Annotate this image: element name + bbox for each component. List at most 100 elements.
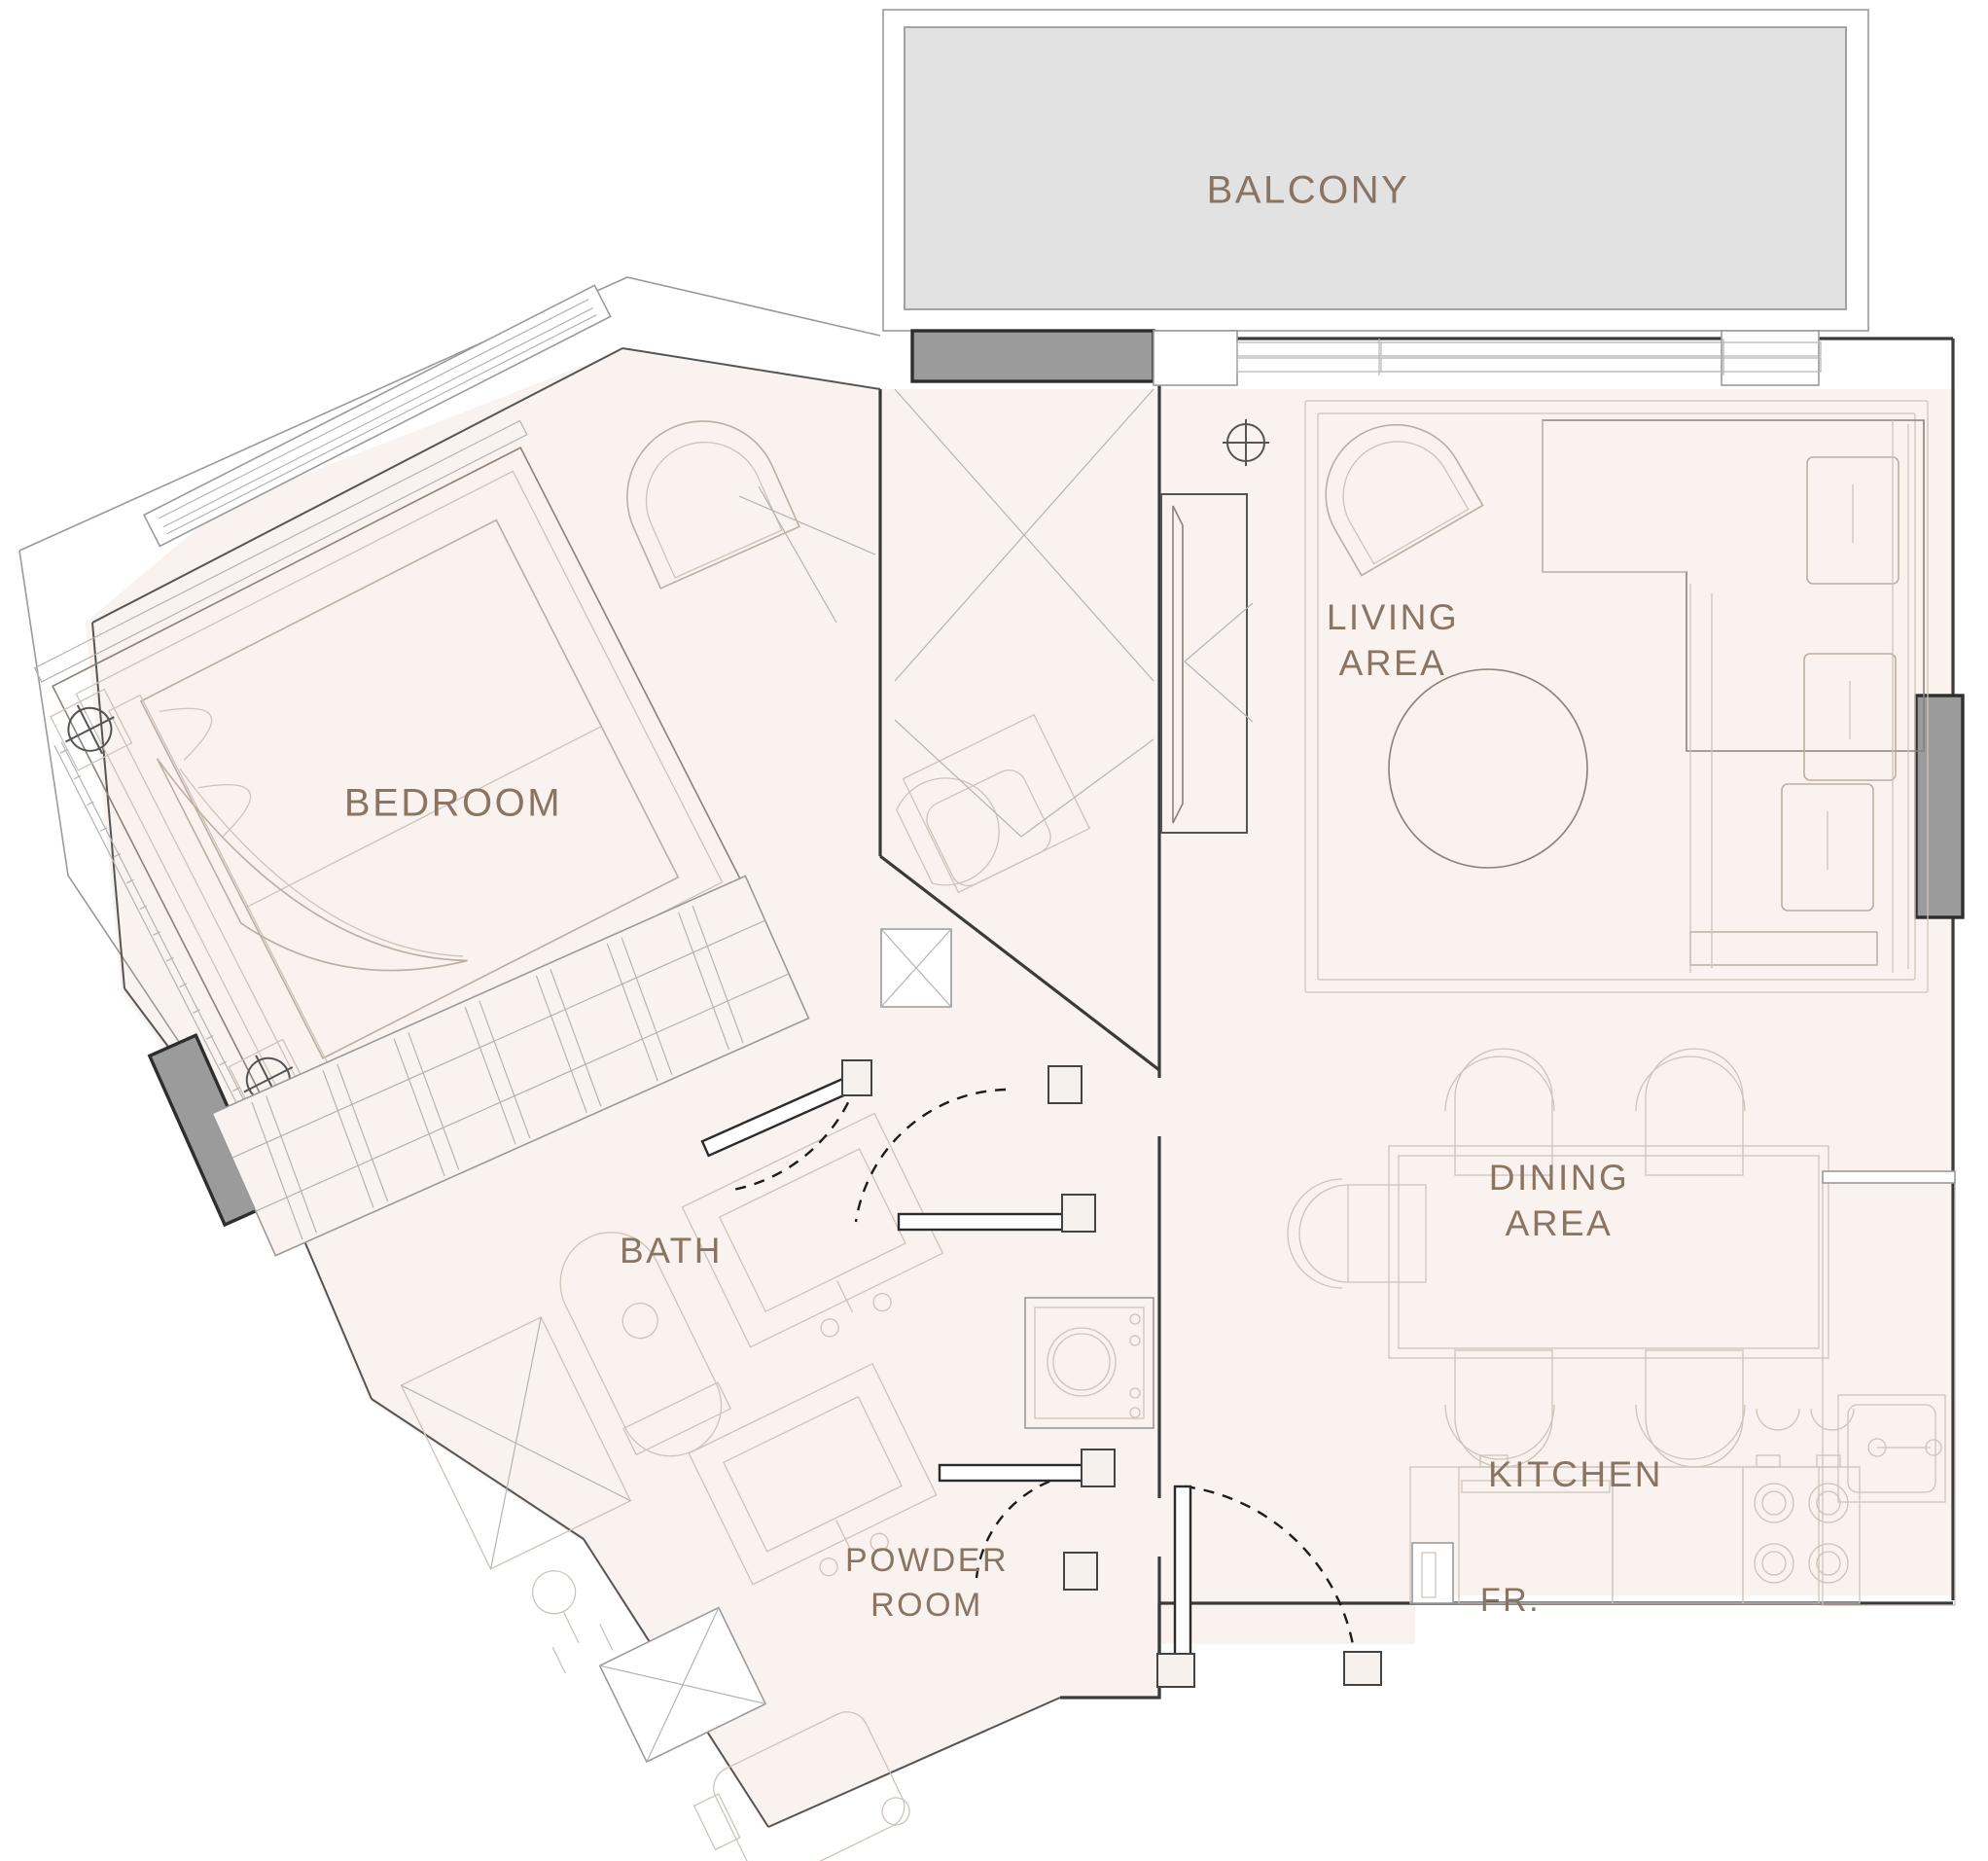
- powder-faucet: [835, 1520, 852, 1551]
- chair-arm: [1444, 1056, 1555, 1112]
- tv-panel: [1172, 505, 1184, 824]
- cooktop-body: [1742, 1466, 1861, 1604]
- entry-door-hinge: [1156, 1653, 1195, 1688]
- bath-group: [400, 1112, 944, 1674]
- sink-drain: [1867, 1438, 1887, 1457]
- wall-bath-bottom: [371, 1398, 585, 1540]
- label-dining-area-line1: DINING: [1489, 1158, 1630, 1198]
- cooktop-4-burner: [1742, 1408, 1861, 1604]
- wall-powder-right: [767, 1697, 1061, 1828]
- label-refrigerator: FR.: [1480, 1582, 1541, 1619]
- powder-room-door[interactable]: [938, 1449, 1116, 1591]
- label-balcony: BALCONY: [1207, 169, 1410, 212]
- sofa-cushion-3: [1781, 783, 1874, 912]
- vanity-basin: [718, 1148, 906, 1313]
- entry-niche-cross: [880, 928, 952, 1008]
- burner-1: [1754, 1483, 1794, 1523]
- sofa-cushion-2: [1803, 653, 1897, 781]
- bedroom-armchair-seat: [645, 441, 783, 579]
- bedroom-door[interactable]: [700, 1059, 872, 1193]
- label-dining-area-line2: AREA: [1506, 1203, 1614, 1243]
- bed-duvet-fold: [245, 726, 602, 909]
- wall-bedroom-left-angled: [91, 622, 125, 989]
- burner-2-inner: [1816, 1490, 1841, 1516]
- powder-mirror-cross: [599, 1607, 766, 1763]
- washer-knob-2: [1129, 1335, 1141, 1346]
- sink-basin: [1847, 1404, 1936, 1493]
- bedroom-blind-ticks: [53, 741, 248, 1110]
- entry-door-swing-arc: [1184, 1485, 1356, 1651]
- washer-knob-3: [1129, 1387, 1141, 1399]
- tv-console: [1160, 493, 1254, 834]
- corridor-floor: [880, 389, 1157, 1698]
- bath-small-fixture: [621, 1302, 658, 1340]
- fixture-cross: [1223, 419, 1269, 466]
- burner-1-inner: [1761, 1490, 1787, 1516]
- kitchen-sink: [1837, 1394, 1946, 1503]
- cooktop-tab-left: [1756, 1454, 1781, 1468]
- chair-arm: [1287, 1178, 1343, 1289]
- bedroom-door-hinge: [841, 1059, 872, 1096]
- label-living-area-line2: AREA: [1339, 643, 1447, 683]
- cooktop-upper-arcs: [1756, 1408, 1855, 1431]
- burner-4-inner: [1816, 1551, 1841, 1576]
- entry-fan-lines: [738, 485, 876, 624]
- tv-console-body: [1160, 493, 1248, 834]
- accessory-mirror: [531, 1570, 577, 1615]
- living-area-group: [1160, 400, 1929, 993]
- living-armchair: [1325, 423, 1484, 577]
- symbol-cross: [65, 704, 115, 755]
- label-bedroom: BEDROOM: [344, 782, 562, 825]
- bedroom-accent-chair-inner: [179, 768, 464, 957]
- powder-wc-fitting: [881, 1797, 910, 1826]
- chair-arm: [1444, 1404, 1555, 1460]
- fridge-handle-band: [1461, 1480, 1611, 1493]
- washer-door-inner: [1052, 1333, 1111, 1391]
- wc-cistern: [622, 1381, 732, 1456]
- balcony-sliding-door[interactable]: [1153, 330, 1822, 386]
- entry-door[interactable]: [1156, 1485, 1382, 1688]
- label-powder-room-line1: POWDER: [845, 1542, 1009, 1579]
- chair-shape: [1645, 1048, 1744, 1176]
- vanity-tap-left: [820, 1318, 839, 1338]
- slider-panel-outer-a: [1236, 341, 1724, 357]
- slider-panel-outer-b: [1236, 357, 1724, 373]
- shear-wall-top: [910, 329, 1155, 383]
- washing-machine-body: [1034, 1306, 1145, 1419]
- chair-shape: [1454, 1048, 1553, 1176]
- wall-wing-top: [621, 347, 881, 390]
- label-powder-room-line2: ROOM: [870, 1587, 983, 1624]
- powder-door-hinge: [1063, 1552, 1098, 1591]
- living-rug-inner: [1317, 412, 1916, 981]
- pillow-lower: [197, 784, 252, 838]
- kitchen-group: [1409, 1170, 1956, 1606]
- slider-panel-inner-a: [1380, 341, 1822, 357]
- burner-3-inner: [1761, 1551, 1787, 1576]
- bedroom-window-glazing: [158, 299, 597, 535]
- wardrobe-group: [211, 875, 810, 1257]
- burner-3: [1754, 1543, 1794, 1584]
- bath-accessory: [531, 1570, 614, 1674]
- entry-ceiling-cross-a: [894, 388, 1154, 682]
- bath-door[interactable]: [854, 1065, 1096, 1233]
- dining-table-outer: [1388, 1145, 1829, 1359]
- round-coffee-table: [1388, 668, 1588, 869]
- label-kitchen: KITCHEN: [1488, 1454, 1663, 1494]
- chair-shape: [1298, 1184, 1427, 1283]
- pillow-upper: [159, 707, 213, 761]
- vanity-tap-right: [872, 1292, 892, 1312]
- wardrobe-body: [211, 875, 810, 1257]
- chair-arm: [1635, 1056, 1746, 1112]
- wardrobe-hanger-ticks: [251, 905, 744, 1240]
- powder-wc: [692, 1711, 910, 1861]
- bedroom-curtain-track: [33, 419, 528, 683]
- dining-chair-top-left: [1444, 1048, 1555, 1176]
- bath-door-jamb-top: [1047, 1065, 1083, 1104]
- bedroom-accent-chair: [156, 758, 468, 972]
- entry-detail-group: [738, 388, 1154, 1008]
- laundry-group: [1024, 1297, 1154, 1429]
- wing-outer-wall-top: [18, 276, 881, 552]
- ceiling-fixture-symbol: [1223, 419, 1269, 466]
- bedroom-armchair: [626, 420, 800, 590]
